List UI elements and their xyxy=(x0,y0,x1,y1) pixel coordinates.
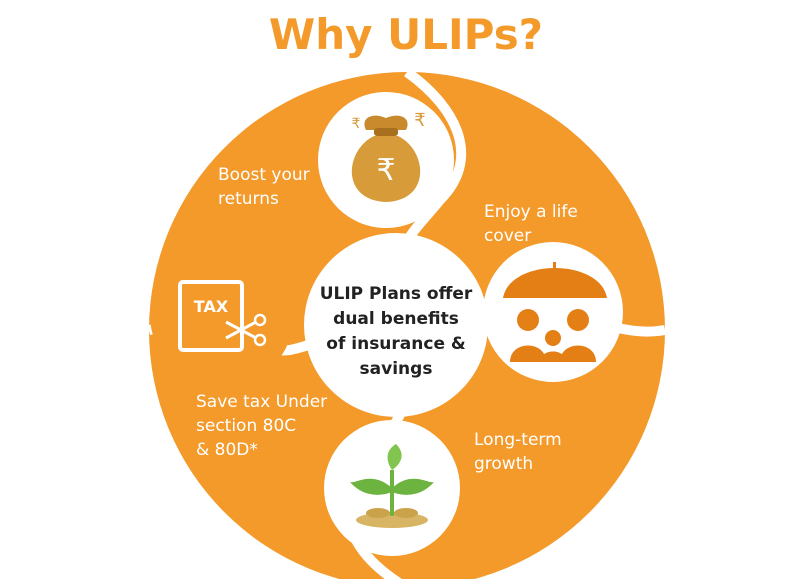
svg-text:₹: ₹ xyxy=(414,110,425,131)
rupee-symbol: ₹ xyxy=(376,153,395,188)
plant-coins-icon xyxy=(350,444,434,528)
tax-text: TAX xyxy=(194,297,229,316)
center-text: ULIP Plans offer dual benefits of insura… xyxy=(319,284,473,379)
page-title: Why ULIPs? xyxy=(268,10,544,59)
center-circle xyxy=(304,233,488,417)
svg-text:₹: ₹ xyxy=(352,116,361,132)
money-bag-rupee-icon: ₹ ₹ ₹ xyxy=(352,110,426,202)
tax-scissors-icon: TAX xyxy=(178,280,267,352)
family-umbrella-icon xyxy=(503,262,607,362)
